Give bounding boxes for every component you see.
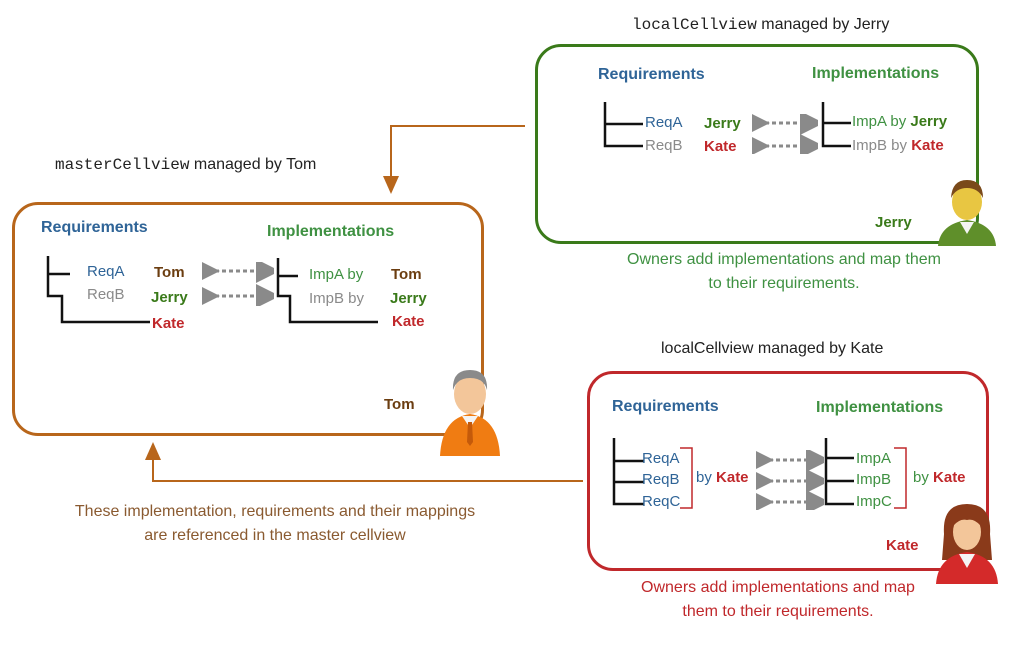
kate-to-master-arrow [145, 442, 583, 482]
tom-imp-a-owner: Tom [391, 266, 422, 283]
tom-req-tree [46, 256, 150, 324]
jerry-imp-a-label: ImpA by [852, 113, 907, 130]
jerry-imp-b-owner: Kate [911, 137, 944, 154]
tom-imp-header: Implementations [267, 223, 395, 240]
jerry-to-master-arrow [383, 125, 525, 194]
user-avatar-icon [936, 504, 998, 584]
tom-req-a-owner: Tom [154, 264, 185, 281]
tom-imp-a: ImpA by [309, 266, 364, 283]
jerry-req-a: ReqA [645, 114, 683, 131]
kate-imp-ownership: by Kate [913, 469, 966, 486]
kate-imp-tree [824, 438, 854, 506]
tom-manager-label: Tom [384, 396, 415, 413]
user-avatar-icon [938, 180, 996, 246]
kate-imp-owner: Kate [933, 469, 966, 486]
kate-view-title: localCellview managed by Kate [661, 340, 884, 357]
jerry-imp-header: Implementations [812, 65, 940, 82]
kate-mapping-arrows [756, 450, 824, 510]
kate-imp-c: ImpC [856, 493, 892, 510]
tom-view-title-manager: managed by Tom [189, 156, 317, 173]
jerry-manager-label: Jerry [875, 214, 912, 231]
jerry-note: Owners add implementations and map them … [627, 251, 941, 292]
jerry-view-title-cellview: localCellview [632, 16, 757, 34]
kate-req-tree [612, 438, 644, 506]
tom-mapping-arrows [202, 262, 274, 306]
jerry-mapping-arrows [752, 114, 818, 154]
kate-imp-by-label: by [913, 469, 929, 486]
tom-req-header: Requirements [41, 219, 148, 236]
kate-req-bracket [680, 447, 693, 509]
jerry-view-title-manager: managed by Jerry [756, 16, 890, 33]
kate-imp-bracket [894, 447, 907, 509]
kate-imp-header: Implementations [816, 399, 944, 416]
jerry-req-a-owner: Jerry [704, 115, 741, 132]
jerry-req-b-owner: Kate [704, 138, 737, 155]
jerry-view-title: localCellview managed by Jerry [632, 16, 889, 34]
kate-req-a: ReqA [642, 450, 680, 467]
kate-req-header: Requirements [612, 398, 719, 415]
jerry-req-header: Requirements [598, 66, 705, 83]
tom-imp-b-owner: Jerry [390, 290, 427, 307]
kate-imp-a: ImpA [856, 450, 892, 467]
jerry-req-tree [603, 102, 643, 148]
tom-imp-tree [276, 258, 378, 324]
tom-req-b-owner: Jerry [151, 289, 188, 306]
kate-req-owner: Kate [716, 469, 749, 486]
tom-req-b: ReqB [87, 286, 125, 303]
jerry-imp-a-owner: Jerry [910, 113, 948, 130]
tom-imp-b: ImpB by [309, 290, 365, 307]
kate-imp-b: ImpB [856, 471, 892, 488]
tom-view-title: masterCellview managed by Tom [55, 156, 316, 174]
jerry-req-b: ReqB [645, 137, 683, 154]
tom-req-a: ReqA [87, 263, 125, 280]
kate-req-b: ReqB [642, 471, 680, 488]
kate-req-c: ReqC [642, 493, 681, 510]
tom-note: These implementation, requirements and t… [74, 503, 476, 544]
master-cellview-box [12, 202, 484, 436]
user-avatar-icon [440, 370, 500, 456]
kate-note: Owners add implementations and map them … [641, 579, 915, 620]
jerry-imp-tree [821, 102, 851, 148]
kate-manager-label: Kate [886, 537, 919, 554]
jerry-imp-a: ImpA by Jerry [852, 113, 947, 130]
tom-view-title-cellview: masterCellview [55, 156, 190, 174]
kate-req-ownership: by Kate [696, 469, 749, 486]
jerry-imp-b: ImpB by Kate [852, 137, 944, 154]
jerry-imp-b-label: ImpB by [852, 137, 908, 154]
tom-imp-c-owner: Kate [392, 313, 425, 330]
kate-req-by-label: by [696, 469, 712, 486]
tom-req-c-owner: Kate [152, 315, 185, 332]
